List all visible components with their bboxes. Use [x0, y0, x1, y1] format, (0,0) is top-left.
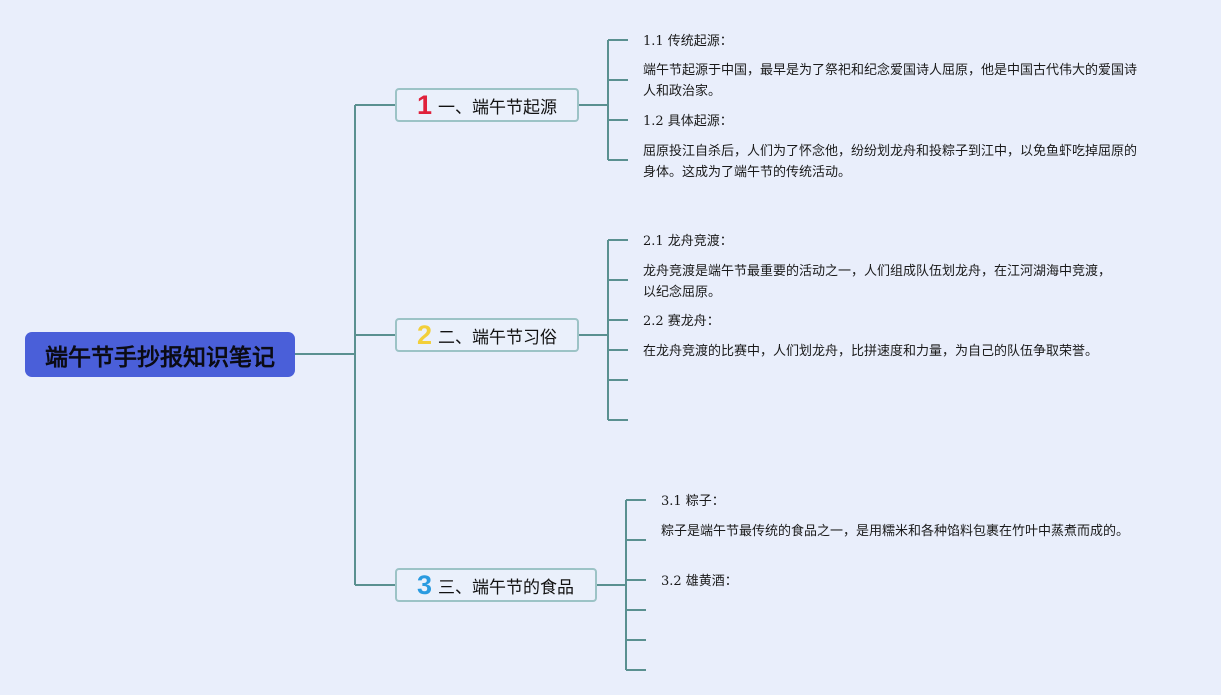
branch-3-leaf-connectors [596, 499, 646, 671]
leaf-node[interactable]: 1.1 传统起源： [643, 34, 733, 49]
number-badge-1: 1 [417, 89, 433, 120]
leaf-node[interactable]: 龙舟竞渡是端午节最重要的活动之一，人们组成队伍划龙舟，在江河湖海中竞渡，以纪念屈… [643, 264, 1112, 300]
branch-label: 三、端午节的食品 [438, 577, 575, 598]
branch-label: 一、端午节起源 [438, 97, 558, 118]
leaf-node[interactable]: 粽子是端午节最传统的食品之一，是用糯米和各种馅料包裹在竹叶中蒸煮而成的。 [661, 524, 1130, 539]
leaf-node[interactable]: 2.1 龙舟竞渡： [643, 234, 733, 249]
branch-1-leaf-connectors [578, 39, 628, 161]
number-badge-2: 2 [417, 319, 433, 350]
branch-node-origin[interactable]: 1 一、端午节起源 [395, 88, 579, 122]
leaf-node[interactable]: 2.2 赛龙舟： [643, 314, 720, 329]
branch-2-leaf-connectors [578, 239, 628, 421]
leaf-node[interactable]: 3.2 雄黄酒： [661, 574, 738, 589]
root-label: 端午节手抄报知识笔记 [45, 344, 275, 371]
leaf-node[interactable]: 端午节起源于中国，最早是为了祭祀和纪念爱国诗人屈原，他是中国古代伟大的爱国诗人和… [643, 63, 1138, 99]
leaf-node[interactable]: 1.2 具体起源： [643, 114, 733, 129]
branch-node-customs[interactable]: 2 二、端午节习俗 [395, 318, 579, 352]
leaf-node[interactable]: 在龙舟竞渡的比赛中，人们划龙舟，比拼速度和力量，为自己的队伍争取荣誉。 [643, 344, 1099, 359]
root-node[interactable]: 端午节手抄报知识笔记 [25, 332, 295, 377]
branch-node-food[interactable]: 3 三、端午节的食品 [395, 568, 597, 602]
leaf-node[interactable]: 屈原投江自杀后，人们为了怀念他，纷纷划龙舟和投粽子到江中，以免鱼虾吃掉屈原的身体… [643, 144, 1138, 180]
branch-label: 二、端午节习俗 [438, 327, 558, 348]
leaf-node[interactable]: 3.1 粽子： [661, 494, 725, 509]
number-badge-3: 3 [417, 569, 433, 600]
